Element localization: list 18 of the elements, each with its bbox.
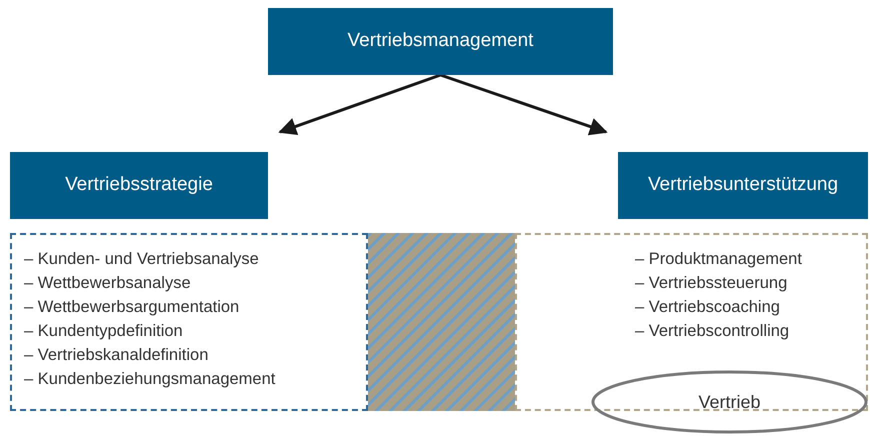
- ellipse-node: [591, 370, 868, 434]
- arrow: [440, 74, 608, 136]
- title-box: Vertriebsmanagement: [268, 8, 613, 75]
- category-box: Vertriebsstrategie: [10, 152, 268, 219]
- arrow: [278, 74, 441, 136]
- list-item: – Wettbewerbsargumentation: [24, 297, 240, 318]
- list-item: – Vertriebscoaching: [635, 297, 780, 318]
- dashed-list-box: [515, 233, 868, 411]
- list-item: – Wettbewerbsanalyse: [24, 273, 191, 294]
- list-item: – Vertriebssteuerung: [635, 273, 788, 294]
- list-item: – Produktmanagement: [635, 249, 802, 270]
- category-box: Vertriebsunterstützung: [618, 152, 868, 219]
- list-item: – Vertriebscontrolling: [635, 321, 790, 342]
- list-item: – Kundentypdefinition: [24, 321, 183, 342]
- list-item: – Kunden- und Vertriebsanalyse: [24, 249, 259, 270]
- node-label: Vertrieb: [698, 390, 761, 414]
- list-item: – Vertriebskanaldefinition: [24, 345, 208, 366]
- list-item: – Kundenbeziehungsmanagement: [24, 369, 276, 390]
